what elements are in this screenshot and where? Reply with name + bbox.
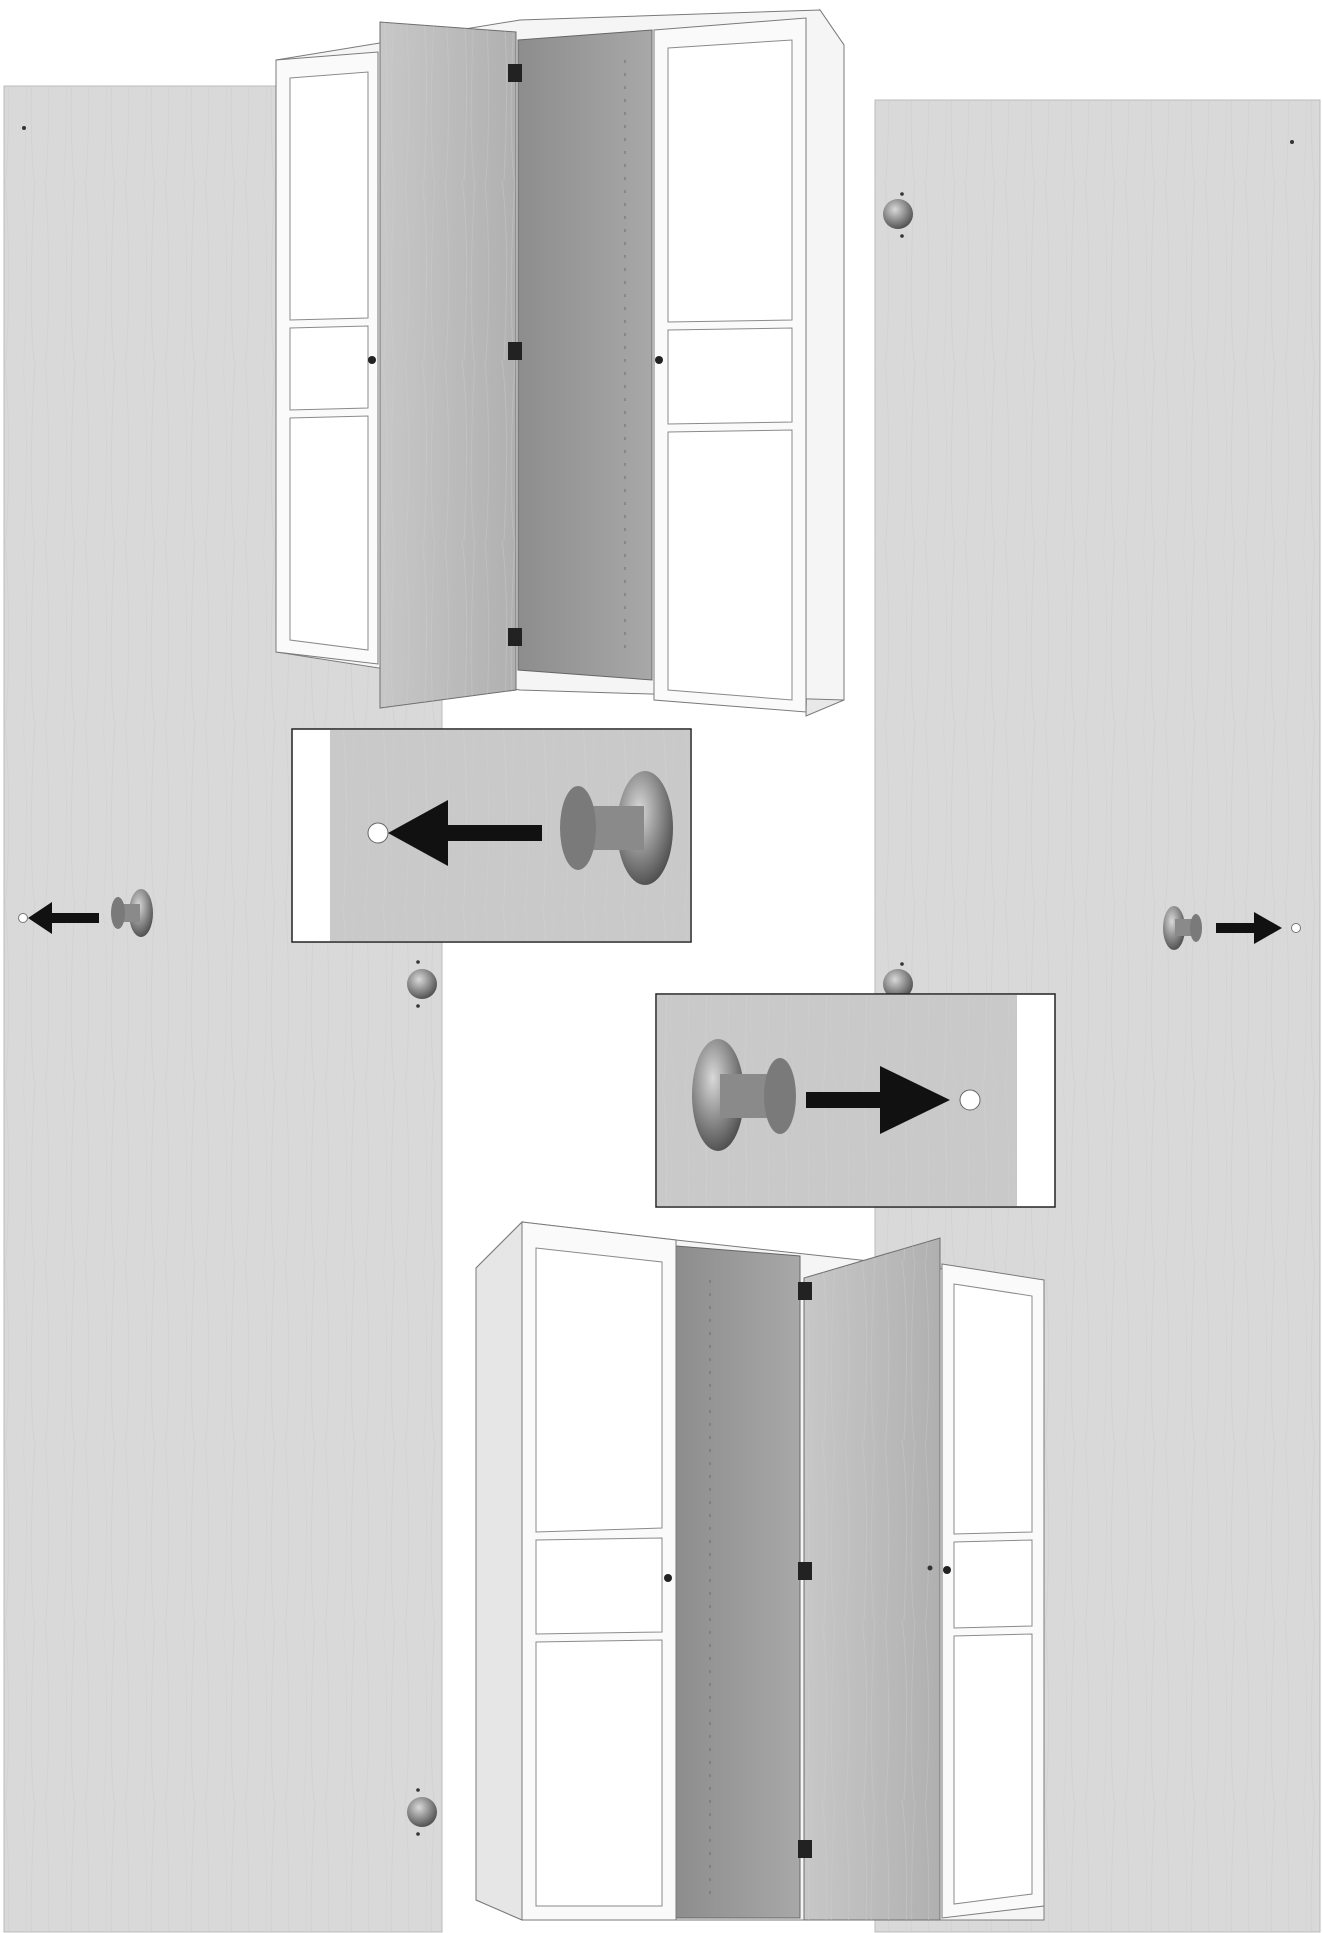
inset-knob-hole bbox=[368, 823, 388, 843]
bottom-wardrobe-open-door bbox=[798, 1238, 940, 1920]
bottom-wardrobe-left-door bbox=[522, 1222, 676, 1920]
bottom-wardrobe bbox=[476, 1222, 1044, 1920]
hinge-cup-lower bbox=[407, 1797, 437, 1827]
hinge-cup-top bbox=[883, 199, 913, 229]
top-wardrobe-right-door bbox=[654, 18, 806, 712]
hinge-cup-upper bbox=[407, 969, 437, 999]
top-wardrobe-left-door bbox=[276, 52, 378, 664]
inset-left bbox=[292, 729, 691, 942]
top-wardrobe-open-door bbox=[380, 22, 522, 708]
bottom-wardrobe-right-door bbox=[942, 1264, 1044, 1918]
screw-hole-top-left bbox=[22, 126, 26, 130]
knob-hole bbox=[1292, 924, 1301, 933]
top-wardrobe bbox=[276, 10, 844, 716]
screw-hole-top-right bbox=[1290, 140, 1294, 144]
inset-knob-hole bbox=[960, 1090, 980, 1110]
inset-right bbox=[656, 994, 1055, 1207]
knob-hole bbox=[19, 914, 28, 923]
